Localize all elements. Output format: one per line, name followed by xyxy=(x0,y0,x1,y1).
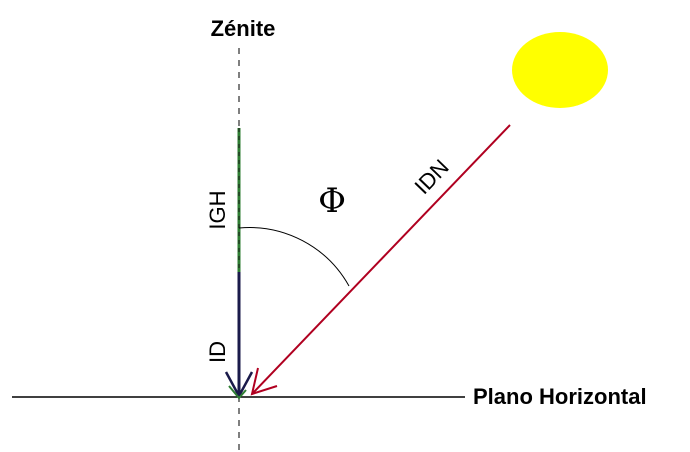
igh-label: IGH xyxy=(205,190,230,229)
sun-icon xyxy=(512,32,608,108)
idn-arrowhead xyxy=(250,367,278,396)
zenith-label: Zénite xyxy=(211,16,276,41)
horizontal-plane-label: Plano Horizontal xyxy=(473,384,647,409)
idn-arrow-line xyxy=(251,124,511,395)
id-label: ID xyxy=(205,341,230,363)
angle-arc xyxy=(238,227,350,287)
id-arrowhead-green xyxy=(228,385,247,400)
id-arrowhead xyxy=(224,371,254,399)
angle-phi-label: Φ xyxy=(318,181,346,221)
idn-label: IDN xyxy=(409,154,453,199)
